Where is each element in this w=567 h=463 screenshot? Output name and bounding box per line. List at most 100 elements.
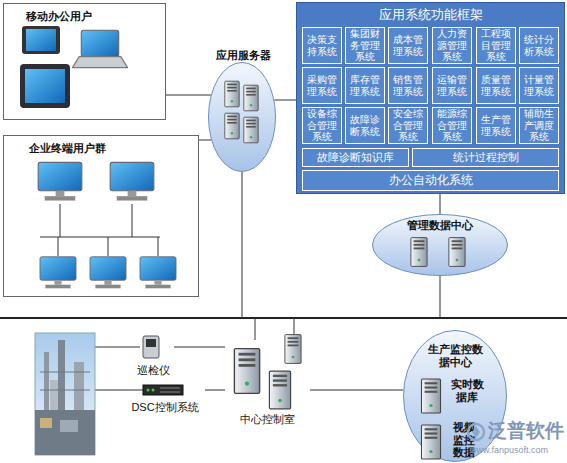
node-text: 管理数据中心: [372, 218, 508, 232]
node-text: 销售管理系统: [389, 68, 427, 103]
server-icon: [244, 117, 258, 143]
node-text: 集团财务管理系统: [346, 28, 384, 63]
lan-wire: [58, 237, 59, 256]
group-box: 企业终端用户群: [3, 135, 199, 297]
tower: [50, 380, 58, 412]
system-box: 设备综合管理系统: [302, 107, 342, 144]
node-text: 巡检仪: [128, 363, 178, 377]
dcs-led: [152, 389, 155, 392]
system-box: 生产管理系统: [476, 107, 516, 144]
system-box: 成本管理系统: [388, 27, 428, 64]
server-icon: [225, 81, 239, 107]
monitor-icon: [110, 162, 154, 200]
monitor-icon: [90, 257, 126, 289]
server-icon: [411, 238, 427, 267]
node-text: 质量管理系统: [477, 68, 515, 103]
inspector-icon: [143, 336, 159, 358]
network-link: [174, 347, 225, 348]
logo-ring: [468, 424, 484, 440]
node-text: 统计过程控制: [413, 149, 558, 166]
plant-base: [35, 410, 95, 455]
mobile-devices: [20, 26, 128, 108]
node-text: 应用系统功能框架: [297, 6, 564, 24]
data-ellipse: 管理数据中心: [372, 214, 508, 276]
system-box: 计量管理系统: [519, 67, 559, 104]
pipe: [40, 390, 90, 391]
plant-unit: [60, 420, 78, 432]
device-node: 巡检仪: [132, 333, 174, 377]
node-text: 运输管理系统: [433, 68, 471, 103]
node-text: 中心控制室: [225, 412, 310, 426]
field-devices: [143, 336, 183, 395]
system-box: 故障诊断知识库: [302, 148, 409, 167]
inspector-screen: [146, 339, 156, 347]
node-text: 企业终端用户群: [29, 141, 159, 155]
server-icon: [269, 371, 290, 409]
chimney: [44, 352, 49, 412]
node-text: 故障诊断系统: [346, 108, 384, 143]
data-ellipse: 生产监控数据中心实时数据库视频监控数据: [403, 330, 507, 463]
server-icon: [449, 238, 465, 267]
plant-unit: [40, 418, 52, 428]
system-box: 办公自动化系统: [302, 170, 559, 191]
tablet-frame: [20, 64, 70, 108]
dcs-led: [147, 389, 150, 392]
node-text: 成本管理系统: [389, 28, 427, 63]
node-text: 应用服务器: [205, 48, 281, 62]
system-box: 安全综合管理系统: [388, 107, 428, 144]
network-link: [310, 390, 403, 391]
server-icon: [421, 379, 440, 413]
bus-wire: [294, 318, 295, 334]
system-box: 能源综合管理系统: [432, 107, 472, 144]
node-text: 库存管理系统: [346, 68, 384, 103]
node-text: 设备综合管理系统: [303, 108, 341, 143]
dcs-slot: [160, 388, 180, 389]
bus-wire: [255, 318, 256, 340]
network-link: [274, 100, 296, 101]
node-text: 实时数据库: [449, 376, 485, 406]
ellipse-outline: [205, 48, 281, 174]
monitor-icon: [40, 257, 76, 289]
lan-wire: [108, 237, 109, 256]
node-text: 移动办公用户: [26, 9, 156, 23]
node-text: 辅助生产调度系统: [520, 108, 558, 143]
system-box: 故障诊断系统: [345, 107, 385, 144]
server-icon: [421, 425, 440, 459]
terminal-devices: [38, 162, 176, 288]
node-text: 办公自动化系统: [303, 171, 558, 190]
system-box: 采购管理系统: [302, 67, 342, 104]
monitor-icon: [140, 257, 176, 289]
pipe: [40, 372, 90, 373]
photo-sky: [35, 333, 95, 455]
ellipse-shape: [404, 331, 507, 462]
frame-box: 应用系统功能框架决策支持系统集团财务管理系统成本管理系统人力资源管理系统工程项目…: [296, 2, 565, 194]
logo-mark: [472, 426, 480, 438]
node-text: 生产监控数据中心: [427, 342, 483, 370]
system-box: 库存管理系统: [345, 67, 385, 104]
node-text: 计量管理系统: [520, 68, 558, 103]
server-icons: [225, 81, 465, 459]
system-box: 统计过程控制: [412, 148, 559, 167]
node-text: 工程项目管理系统: [477, 28, 515, 63]
node-text: 能源综合管理系统: [433, 108, 471, 143]
tablet-frame: [22, 26, 60, 54]
laptop-icon: [73, 30, 128, 67]
system-box: 集团财务管理系统: [345, 27, 385, 64]
network-link: [205, 390, 225, 391]
node-text: 生产管理系统: [477, 108, 515, 143]
dcs-slot: [160, 392, 180, 393]
chimney: [58, 340, 65, 412]
system-box: 工程项目管理系统: [476, 27, 516, 64]
ellipse-shape: [209, 63, 276, 172]
system-box: 人力资源管理系统: [432, 27, 472, 64]
tower: [74, 362, 84, 412]
device-node: 中心控制室: [225, 328, 310, 428]
network-link: [166, 95, 211, 96]
network-link: [199, 140, 211, 141]
bus-wire: [242, 172, 243, 318]
lan-wire: [40, 237, 160, 238]
server-icon: [285, 335, 301, 364]
dcs-rack: [143, 385, 183, 395]
